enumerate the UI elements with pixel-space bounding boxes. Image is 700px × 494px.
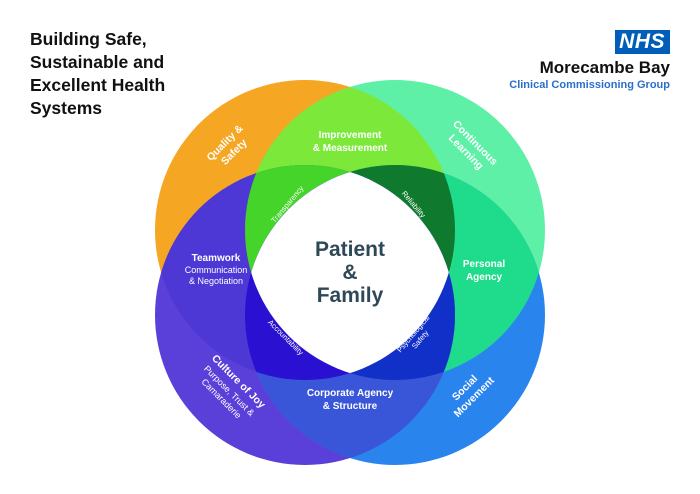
label-teamwork-sub: Communication	[185, 265, 248, 275]
title-line: Excellent Health	[30, 75, 166, 95]
nhs-logo: NHS Morecambe Bay Clinical Commissioning…	[509, 30, 670, 92]
title-line: Sustainable and	[30, 52, 165, 72]
label-personal-agency: Personal	[463, 259, 505, 270]
label-corporate-agency: & Structure	[323, 401, 378, 412]
center-region	[245, 165, 455, 380]
label-teamwork-sub: & Negotiation	[189, 276, 243, 286]
title-line: Systems	[30, 98, 102, 118]
title-line: Building Safe,	[30, 29, 147, 49]
page-title: Building Safe, Sustainable and Excellent…	[30, 28, 230, 120]
nhs-logo-badge: NHS	[615, 30, 670, 54]
label-corporate-agency: Corporate Agency	[307, 388, 394, 399]
organisation-subtitle: Clinical Commissioning Group	[509, 79, 670, 91]
center-label: Patient	[315, 238, 385, 261]
organisation-name: Morecambe Bay	[539, 58, 670, 77]
label-improvement: & Measurement	[313, 143, 388, 154]
center-label: &	[342, 261, 357, 284]
label-personal-agency: Agency	[466, 272, 503, 283]
center-label: Family	[317, 284, 384, 307]
label-teamwork: Teamwork	[192, 253, 241, 264]
label-improvement: Improvement	[319, 130, 382, 141]
